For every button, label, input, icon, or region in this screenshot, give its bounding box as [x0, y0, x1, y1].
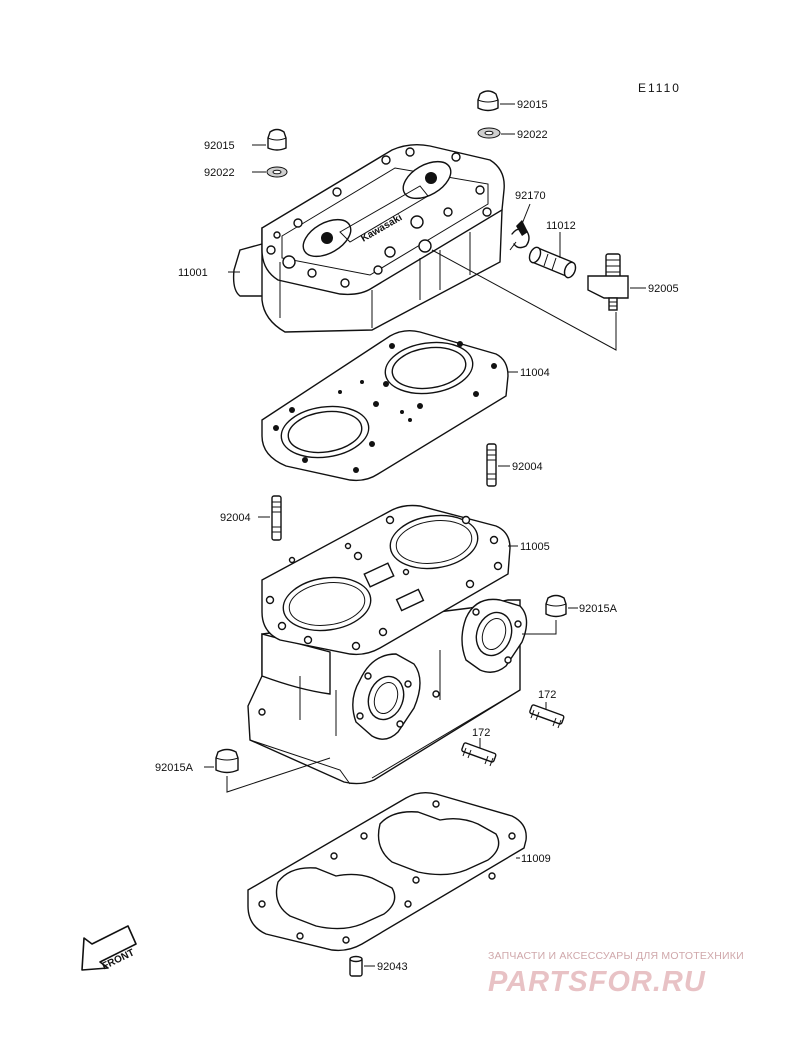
callout-11005: 11005 — [520, 541, 550, 553]
callout-172-lower: 172 — [472, 727, 490, 739]
callout-172-upper: 172 — [538, 689, 556, 701]
fitting-elbow-part[interactable]: 92005 — [587, 253, 679, 311]
callout-92015-top-left: 92015 — [204, 140, 235, 152]
washer-top-left-part[interactable]: 92022 — [204, 166, 288, 179]
cylinder-head-part[interactable]: Kawasaki 11001 — [178, 143, 505, 333]
head-gasket-part[interactable]: 11004 — [261, 329, 550, 482]
front-direction-arrow: FRONT — [81, 925, 137, 972]
nut-top-left-part[interactable]: 92015 — [204, 128, 287, 153]
nut-cylinder-left-part[interactable]: 92015A — [155, 748, 331, 793]
callout-11012: 11012 — [546, 220, 576, 232]
callout-11009: 11009 — [521, 853, 551, 865]
dowel-pin-part[interactable]: 92043 — [349, 955, 408, 977]
callout-92170: 92170 — [515, 190, 546, 202]
callout-11001: 11001 — [178, 267, 208, 279]
nut-cylinder-right-part[interactable]: 92015A — [522, 594, 618, 635]
callout-11004: 11004 — [520, 367, 550, 379]
callout-92004-left: 92004 — [220, 512, 251, 524]
base-gasket-part[interactable]: 11009 — [247, 791, 551, 952]
watermark-tagline: ЗАПЧАСТИ И АКСЕССУАРЫ ДЛЯ МОТОТЕХНИКИ — [488, 950, 744, 962]
watermark-logo: PARTSFOR.RU — [488, 966, 706, 998]
stud-left-part[interactable]: 92004 — [220, 495, 282, 541]
hose-fitting-part[interactable]: 11012 — [527, 220, 577, 279]
stud-172-upper-part[interactable]: 172 — [529, 689, 565, 729]
callout-92015-top-right: 92015 — [517, 99, 548, 111]
callout-92022-top-right: 92022 — [517, 129, 548, 141]
nut-top-right-part[interactable]: 92015 — [477, 90, 548, 112]
assembly-line-elbow — [431, 249, 617, 351]
callout-92015A-left: 92015A — [155, 762, 194, 774]
callout-92005: 92005 — [648, 283, 679, 295]
callout-92022-top-left: 92022 — [204, 167, 235, 179]
stud-right-part[interactable]: 92004 — [486, 443, 543, 487]
callout-92043: 92043 — [377, 961, 408, 973]
diagram-code: E1110 — [638, 81, 681, 95]
stud-172-lower-part[interactable]: 172 — [461, 727, 497, 767]
clamp-part[interactable]: 92170 — [509, 190, 546, 251]
callout-92015A-right: 92015A — [579, 603, 618, 615]
cylinder-part[interactable]: 11005 — [247, 504, 550, 785]
callout-92004-right: 92004 — [512, 461, 543, 473]
washer-top-right-part[interactable]: 92022 — [477, 127, 548, 141]
